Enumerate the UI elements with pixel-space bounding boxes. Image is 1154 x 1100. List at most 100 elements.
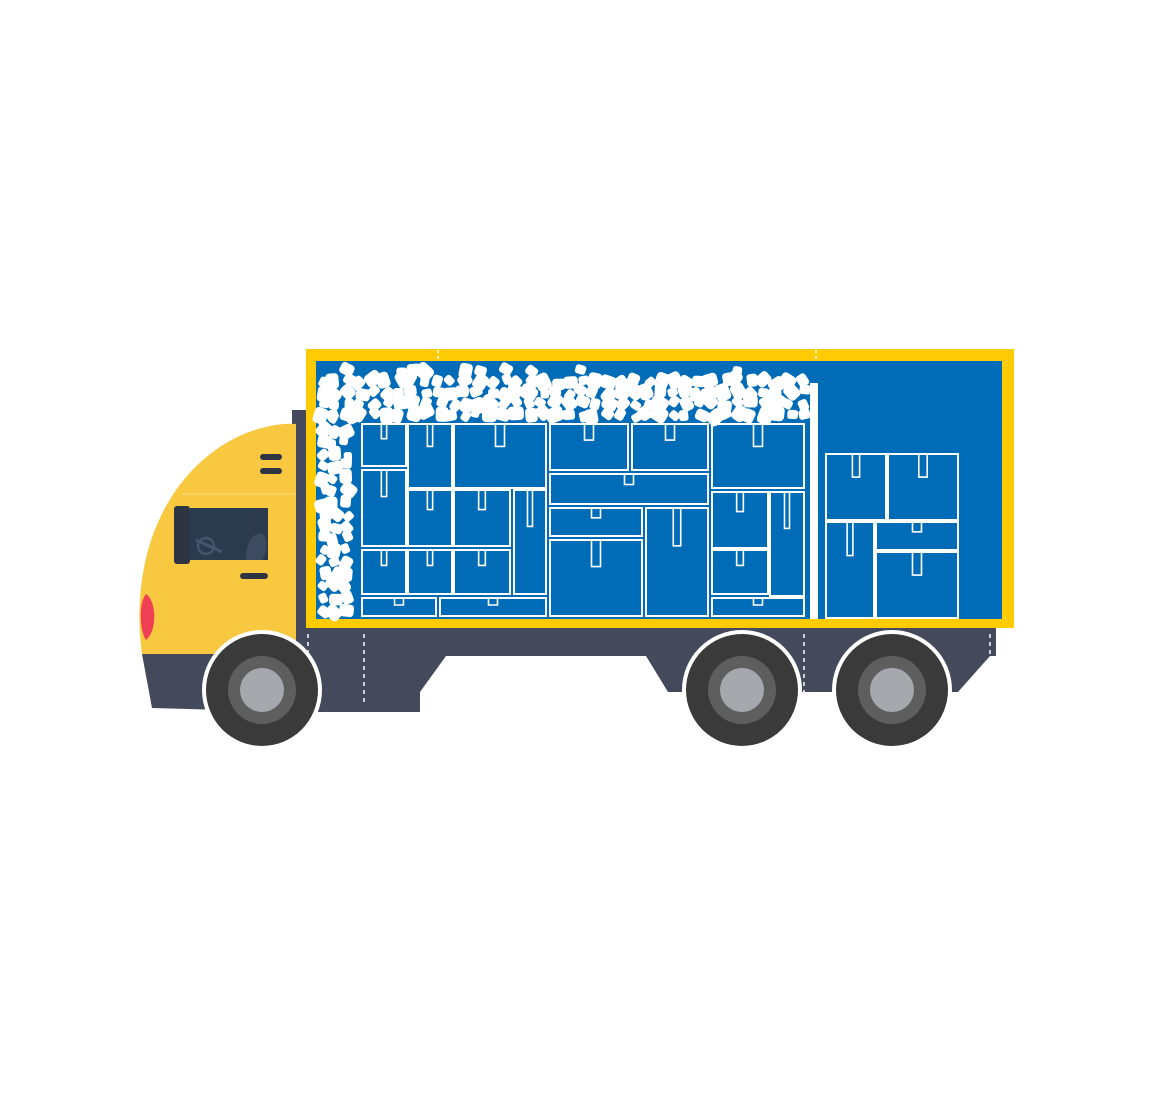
packing-peanut — [668, 395, 680, 408]
packing-peanut — [575, 394, 591, 409]
packing-peanut — [766, 405, 785, 422]
packing-peanut — [324, 604, 343, 622]
packing-peanut — [317, 460, 329, 471]
packing-peanut — [342, 510, 354, 522]
hubcap — [720, 668, 764, 712]
cargo-box — [453, 489, 511, 547]
packing-peanut — [329, 593, 343, 606]
packing-peanut — [367, 398, 382, 412]
packing-peanut — [679, 395, 695, 412]
packing-peanut — [318, 592, 329, 604]
packing-peanut — [742, 394, 758, 408]
packing-peanut — [339, 458, 352, 469]
packing-peanut — [340, 481, 358, 499]
packing-peanut — [498, 362, 514, 376]
packing-peanut — [578, 375, 590, 386]
packing-peanut — [548, 386, 562, 397]
packing-peanut — [340, 494, 352, 508]
packing-peanut — [443, 409, 458, 422]
packing-peanut — [340, 590, 354, 605]
wheel-icon — [682, 630, 802, 750]
vent-slot — [260, 468, 282, 474]
packing-peanut — [330, 522, 343, 535]
packing-peanut — [416, 403, 435, 420]
cargo-box — [513, 489, 547, 595]
cargo-box — [645, 507, 709, 617]
packing-peanut — [414, 361, 435, 382]
cargo-box — [361, 423, 407, 467]
packing-peanut — [494, 407, 511, 422]
packing-peanut — [325, 373, 340, 390]
cargo-box — [711, 491, 769, 549]
packing-peanut — [317, 580, 329, 592]
cargo-box — [711, 549, 769, 595]
packing-peanut — [615, 396, 631, 412]
packing-peanut — [383, 395, 395, 408]
steering-hub — [196, 536, 216, 556]
packing-peanut — [510, 395, 523, 408]
headlight-icon — [140, 594, 155, 640]
packing-peanut — [701, 392, 719, 410]
packing-peanut — [431, 374, 444, 388]
packing-peanut — [474, 365, 488, 377]
cargo-box — [887, 453, 959, 521]
cargo-divider — [810, 383, 818, 619]
vent-slot — [260, 454, 282, 460]
packing-peanut — [729, 382, 748, 401]
packing-peanut — [325, 485, 337, 498]
packing-peanut — [787, 409, 798, 420]
wheels — [202, 630, 952, 750]
cargo-box — [361, 469, 407, 547]
packing-peanut — [328, 506, 345, 523]
packing-peanut — [585, 384, 599, 399]
cargo-box — [549, 423, 629, 471]
cargo-box — [361, 549, 407, 595]
packing-peanut — [403, 384, 417, 397]
cargo-box — [549, 507, 643, 537]
packing-peanut — [678, 409, 689, 422]
packing-peanut — [469, 384, 483, 398]
cargo-box — [549, 473, 709, 505]
packing-peanut — [783, 383, 801, 401]
wheel-icon — [832, 630, 952, 750]
packing-peanut — [316, 448, 330, 462]
packing-peanut — [486, 376, 500, 390]
door-handle — [240, 573, 268, 579]
packing-peanut — [562, 409, 576, 421]
packing-peanut — [341, 530, 354, 543]
packing-peanut — [339, 407, 357, 423]
packing-peanut — [419, 376, 430, 388]
packing-peanut — [328, 400, 340, 410]
cargo-box — [453, 549, 511, 595]
packing-peanut — [368, 406, 382, 420]
packing-peanuts — [312, 361, 811, 622]
hubcap — [870, 668, 914, 712]
packing-peanut — [339, 383, 356, 401]
packing-peanut — [339, 434, 349, 446]
cargo-box — [407, 489, 453, 547]
packing-peanut — [350, 375, 366, 391]
packing-peanut — [649, 404, 669, 424]
packing-peanut — [459, 397, 474, 414]
packing-peanut — [322, 384, 342, 405]
packing-peanut — [613, 407, 627, 421]
packing-peanut — [375, 371, 391, 389]
packing-peanut — [507, 406, 524, 421]
packing-peanut — [561, 394, 578, 412]
packing-peanut — [798, 408, 811, 420]
cargo-box — [875, 521, 959, 551]
packing-peanut — [694, 408, 710, 423]
packing-peanut — [443, 374, 455, 386]
packing-peanut — [328, 556, 340, 568]
packing-peanut — [589, 397, 601, 411]
packing-peanut — [328, 424, 342, 440]
packing-peanut — [615, 383, 630, 400]
cargo-box — [711, 597, 805, 617]
packing-peanut — [518, 383, 539, 403]
packing-peanut — [389, 408, 404, 424]
packing-peanut — [340, 543, 351, 554]
packing-peanut — [599, 374, 617, 391]
cargo-box — [453, 423, 547, 489]
packing-peanut — [547, 392, 564, 410]
packing-peanut — [470, 407, 481, 418]
